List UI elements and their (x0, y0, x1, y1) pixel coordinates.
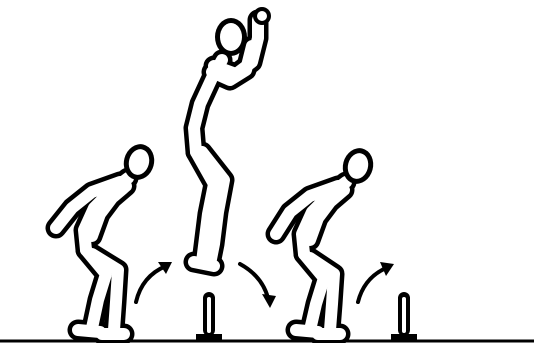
hurdle-marker (196, 292, 222, 341)
squatting-figure-left (56, 141, 158, 334)
up-right-arrow (136, 262, 172, 302)
down-right-arrow (240, 264, 276, 308)
up-right-arrow (358, 262, 394, 302)
hurdle-marker (391, 292, 417, 341)
squatting-figure-right (276, 145, 377, 334)
jumping-figure (194, 7, 271, 266)
figure-head (215, 18, 247, 56)
raised-hands (253, 7, 271, 25)
